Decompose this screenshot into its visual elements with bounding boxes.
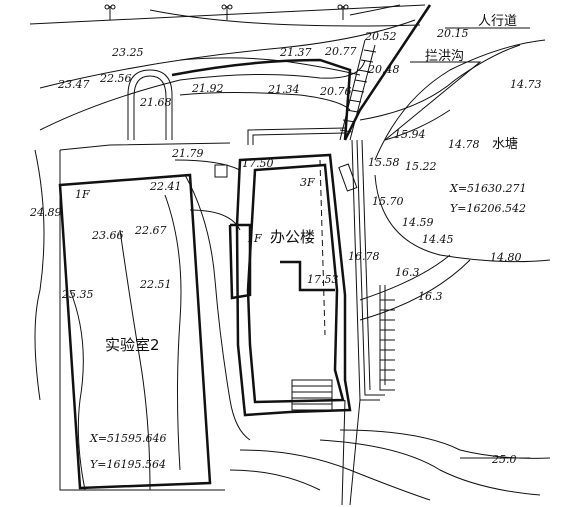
elevation-label: 16.78 [348, 250, 380, 263]
road-heavy-edge [343, 4, 432, 141]
elevation-label: 20.48 [367, 63, 400, 76]
contour-line [39, 19, 416, 89]
office-label: 办公楼 [270, 228, 315, 246]
road-heavy-edge [171, 58, 352, 141]
elevation-label: 17.50 [242, 157, 274, 170]
contour-line [39, 59, 366, 131]
office-inner-wall [228, 223, 252, 300]
elevation-label: 25.0 [491, 453, 517, 466]
contour-line [339, 429, 551, 459]
contour-line [229, 469, 321, 491]
sidewalk-label: 人行道 [478, 14, 517, 29]
floor-label-lab: 1F [75, 188, 90, 201]
driveway-loop-inner [133, 75, 167, 140]
coord-x-pond: X=51630.271 [449, 182, 527, 195]
contour-line [359, 254, 451, 301]
retaining-wall [247, 127, 346, 145]
contour-line [239, 449, 431, 501]
elevation-label: 21.68 [139, 96, 172, 109]
retaining-wall [361, 139, 371, 391]
contour-line [164, 194, 182, 471]
elevation-label: 21.79 [171, 147, 204, 160]
stair-hatch [339, 49, 377, 133]
retaining-wall [252, 132, 346, 145]
road-line [349, 4, 401, 16]
contour-line [189, 209, 241, 231]
small-structure [214, 164, 228, 178]
retaining-wall [349, 399, 361, 506]
road-edge-line-2 [149, 9, 421, 27]
contour-line [119, 229, 151, 491]
stair-hatch [380, 299, 395, 381]
coord-y-pond: Y=16206.542 [450, 202, 526, 215]
office-building-outline [235, 153, 352, 417]
access-path [384, 109, 451, 141]
elevation-label: 25.35 [61, 288, 94, 301]
elevation-label: 22.67 [134, 224, 167, 237]
flood-ditch-label: 拦洪沟 [425, 49, 464, 64]
contour-line [184, 174, 251, 441]
elevation-label: 23.66 [91, 229, 124, 242]
elevation-label: 14.78 [448, 138, 480, 151]
contour-line [34, 149, 45, 401]
elevation-label: 14.59 [402, 216, 434, 229]
elevation-label: 17.53 [307, 273, 339, 286]
elevation-label: 16.3 [395, 266, 420, 279]
elevation-label: 15.94 [394, 128, 426, 141]
retaining-wall [379, 285, 395, 391]
elevation-label: 20.15 [436, 27, 469, 40]
elevation-label: 20.52 [364, 30, 397, 43]
elevation-label: 16.3 [418, 290, 443, 303]
pond-label: 水塘 [492, 136, 518, 152]
lab2-label: 实验室2 [105, 336, 160, 354]
elevation-label: 15.70 [372, 195, 404, 208]
floor-label-office-1f: 1F [247, 232, 262, 245]
elevation-label: 23.25 [111, 46, 144, 59]
street-lamp-icon [104, 4, 349, 20]
elevation-label: 14.80 [490, 251, 522, 264]
contour-line [359, 259, 471, 321]
stairwell-hatch [292, 385, 332, 405]
driveway-loop [127, 69, 173, 140]
elevation-label: 15.58 [368, 156, 400, 169]
ditch-leader-line [384, 61, 482, 141]
contour-line [179, 57, 361, 76]
elevation-label: 21.92 [191, 82, 224, 95]
elevation-label: 24.89 [29, 206, 62, 219]
elevation-label: 15.22 [405, 160, 437, 173]
stair-hatch [349, 44, 376, 141]
elevation-label: 14.45 [422, 233, 454, 246]
pond-shore [374, 39, 546, 161]
elevation-label: 22.51 [139, 278, 172, 291]
elevation-label: 14.73 [510, 78, 542, 91]
contour-line [174, 159, 241, 171]
contour-line [179, 92, 351, 111]
office-building-outline [246, 163, 345, 404]
coord-y-lab: Y=16195.564 [90, 458, 166, 471]
retaining-wall [341, 399, 346, 506]
small-structure [338, 163, 358, 192]
stairwell-hatch [291, 379, 333, 411]
elevation-label: 22.56 [99, 72, 132, 85]
elevation-label: 21.37 [279, 46, 312, 59]
elevation-label: 20.76 [319, 85, 352, 98]
elevation-label: 21.34 [267, 83, 300, 96]
office-dashed-line [319, 159, 326, 336]
pond-shore [374, 174, 551, 263]
elevation-label: 23.47 [57, 78, 90, 91]
pond-shore [359, 44, 521, 121]
office-inner-wall [280, 260, 335, 292]
contour-line [319, 439, 541, 496]
lab-site-boundary [59, 142, 231, 151]
retaining-wall [356, 139, 385, 396]
floor-label-office-3f: 3F [300, 176, 315, 189]
coord-x-lab: X=51595.646 [89, 432, 167, 445]
elevation-label: 20.77 [324, 45, 357, 58]
lab-site-boundary [59, 150, 225, 491]
lab2-building-outline [58, 173, 212, 490]
contour-line [69, 289, 86, 491]
elevation-label: 22.41 [149, 180, 182, 193]
